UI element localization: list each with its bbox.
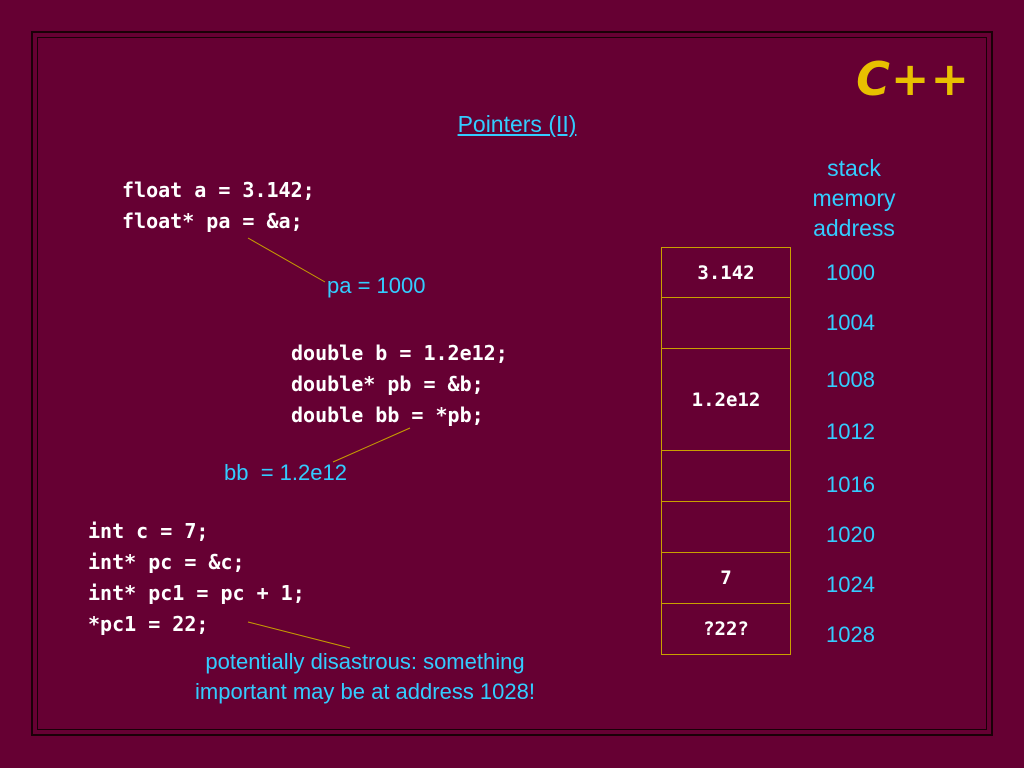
code-line: double* pb = &b; xyxy=(291,372,484,396)
memory-address: 1016 xyxy=(826,472,875,497)
code-line: *pc1 = 22; xyxy=(88,612,209,636)
code-line: int* pc = &c; xyxy=(88,550,245,574)
code-line: float* pa = &a; xyxy=(122,209,303,233)
memory-address: 1028 xyxy=(826,622,875,647)
memory-cell: 1.2e12 xyxy=(661,349,791,451)
memory-address: 1012 xyxy=(826,419,875,444)
header-line: address xyxy=(813,215,895,241)
code-block-float: float a = 3.142; float* pa = &a; xyxy=(122,175,315,237)
cpp-logo: C++ xyxy=(856,52,970,106)
header-line: memory xyxy=(812,185,896,211)
memory-cell xyxy=(661,298,791,349)
memory-address: 1004 xyxy=(826,310,875,335)
memory-cell: ?22? xyxy=(661,604,791,655)
memory-cell xyxy=(661,451,791,502)
warning-line: important may be at address 1028! xyxy=(195,679,535,704)
code-line: double b = 1.2e12; xyxy=(291,341,508,365)
code-block-double: double b = 1.2e12; double* pb = &b; double… xyxy=(291,338,508,431)
leader-line-warning xyxy=(247,621,351,649)
slide-frame-outer xyxy=(31,31,993,736)
code-line: int c = 7; xyxy=(88,519,209,543)
memory-header: stack memory address xyxy=(794,153,914,243)
slide-title: Pointers (II) xyxy=(457,111,577,137)
memory-address: 1020 xyxy=(826,522,875,547)
slide-frame-inner xyxy=(37,37,987,730)
code-block-int: int c = 7; int* pc = &c; int* pc1 = pc + 1… xyxy=(88,516,305,640)
memory-address: 1024 xyxy=(826,572,875,597)
memory-address: 1008 xyxy=(826,367,875,392)
code-line: float a = 3.142; xyxy=(122,178,315,202)
header-line: stack xyxy=(827,155,881,181)
memory-cell xyxy=(661,502,791,553)
memory-cell: 3.142 xyxy=(661,247,791,298)
annotation-bb: bb = 1.2e12 xyxy=(224,460,347,485)
code-line: double bb = *pb; xyxy=(291,403,484,427)
annotation-pa: pa = 1000 xyxy=(327,273,426,298)
code-line: int* pc1 = pc + 1; xyxy=(88,581,305,605)
leader-line-pa xyxy=(247,237,326,283)
leader-line-bb xyxy=(332,427,411,463)
annotation-warning: potentially disastrous: something import… xyxy=(130,647,600,707)
memory-table: 3.142 1.2e12 7 ?22? xyxy=(661,247,791,655)
warning-line: potentially disastrous: something xyxy=(205,649,525,674)
memory-address: 1000 xyxy=(826,260,875,285)
memory-cell: 7 xyxy=(661,553,791,604)
